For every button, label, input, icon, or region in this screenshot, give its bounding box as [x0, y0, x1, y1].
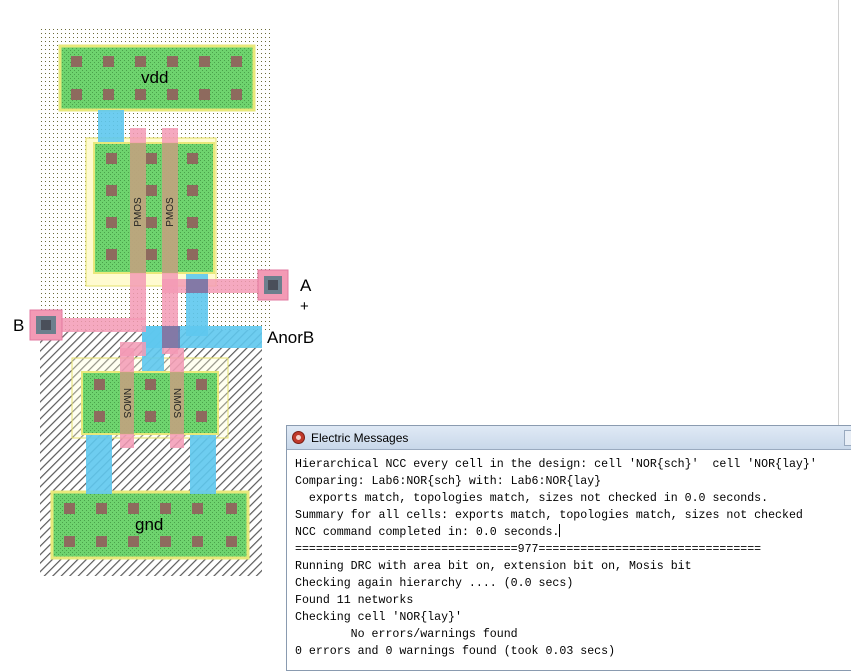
- log-line: ================================977=====…: [295, 543, 762, 556]
- log-line: Summary for all cells: exports match, to…: [295, 509, 803, 522]
- pmos-contacts: [106, 153, 198, 260]
- log-line: 0 errors and 0 warnings found (took 0.03…: [295, 645, 616, 658]
- metal1-output-junction: [162, 326, 180, 348]
- messages-title: Electric Messages: [311, 431, 409, 445]
- pmos-label-left: PMOS: [133, 197, 144, 227]
- log-line-with-caret: NCC command completed in: 0.0 seconds.: [295, 524, 847, 541]
- window-control-button[interactable]: [844, 430, 851, 446]
- log-line: No errors/warnings found: [295, 628, 518, 641]
- log-line: Checking again hierarchy .... (0.0 secs): [295, 577, 574, 590]
- pin-b-label: B: [13, 316, 24, 335]
- canvas-right-edge: [838, 0, 839, 425]
- log-line: exports match, topologies match, sizes n…: [295, 492, 769, 505]
- log-line: Found 11 networks: [295, 594, 414, 607]
- vdd-label: vdd: [141, 68, 168, 87]
- output-anorb-label: AnorB: [267, 328, 314, 347]
- metal1-poly-overlap: [186, 279, 208, 293]
- pmos-label-right: PMOS: [165, 197, 176, 227]
- log-line: Hierarchical NCC every cell in the desig…: [295, 458, 817, 471]
- messages-window[interactable]: Electric Messages Hierarchical NCC every…: [286, 425, 851, 671]
- gnd-rail[interactable]: [50, 490, 250, 560]
- messages-log[interactable]: Hierarchical NCC every cell in the desig…: [295, 456, 847, 670]
- text-caret: [559, 524, 561, 537]
- vdd-contacts: [71, 56, 242, 100]
- gate-overlap: [120, 143, 184, 434]
- pin-a-via: [268, 280, 278, 290]
- pin-b-via: [41, 320, 51, 330]
- nmos-label-right: NMOS: [171, 388, 182, 418]
- log-line: NCC command completed in: 0.0 seconds.: [295, 526, 560, 539]
- log-line: Running DRC with area bit on, extension …: [295, 560, 692, 573]
- gnd-label: gnd: [135, 515, 163, 534]
- nmos-contacts: [94, 379, 207, 422]
- electric-app-icon: [292, 431, 305, 444]
- nmos-label-left: NMOS: [121, 388, 132, 418]
- log-line: Checking cell 'NOR{lay}': [295, 611, 462, 624]
- cursor-crosshair: +: [300, 298, 309, 315]
- pin-a-label: A: [300, 276, 312, 295]
- log-line: Comparing: Lab6:NOR{sch} with: Lab6:NOR{…: [295, 475, 602, 488]
- gnd-contacts: [64, 503, 237, 547]
- messages-titlebar[interactable]: Electric Messages: [287, 426, 851, 450]
- vdd-rail[interactable]: [58, 44, 256, 112]
